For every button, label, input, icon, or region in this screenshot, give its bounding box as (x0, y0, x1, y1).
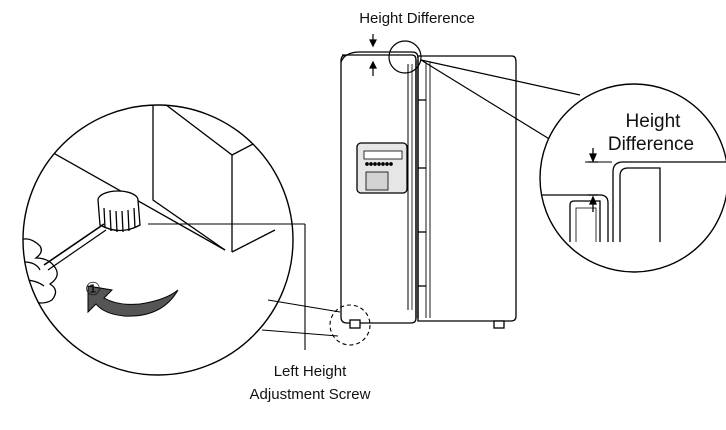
label-height-difference-top: Height Difference (359, 10, 475, 27)
fridge-foot-right (493, 320, 505, 329)
label-screw-line1: Left Height (274, 363, 347, 380)
dispenser (356, 142, 408, 194)
refrigerator (340, 51, 517, 329)
zoom-circle-left: ① (22, 104, 294, 376)
screw-callout-lines (148, 223, 341, 350)
zoom-label-difference: Difference (608, 134, 694, 155)
label-screw-line2: Adjustment Screw (250, 386, 371, 403)
fridge-body-right (417, 55, 517, 322)
zoom-circle-right: Height Difference (539, 83, 726, 273)
zoom-label-height: Height (626, 111, 682, 132)
top-height-arrows (369, 34, 377, 76)
fridge-top-edge (340, 51, 419, 63)
top-detail-circle (388, 40, 422, 74)
foot-detail-circle (329, 304, 371, 346)
fridge-foot-left (349, 319, 361, 329)
zoom-callout-lines (420, 59, 581, 141)
rotation-arrow (87, 285, 179, 317)
step-marker: ① (85, 279, 101, 299)
